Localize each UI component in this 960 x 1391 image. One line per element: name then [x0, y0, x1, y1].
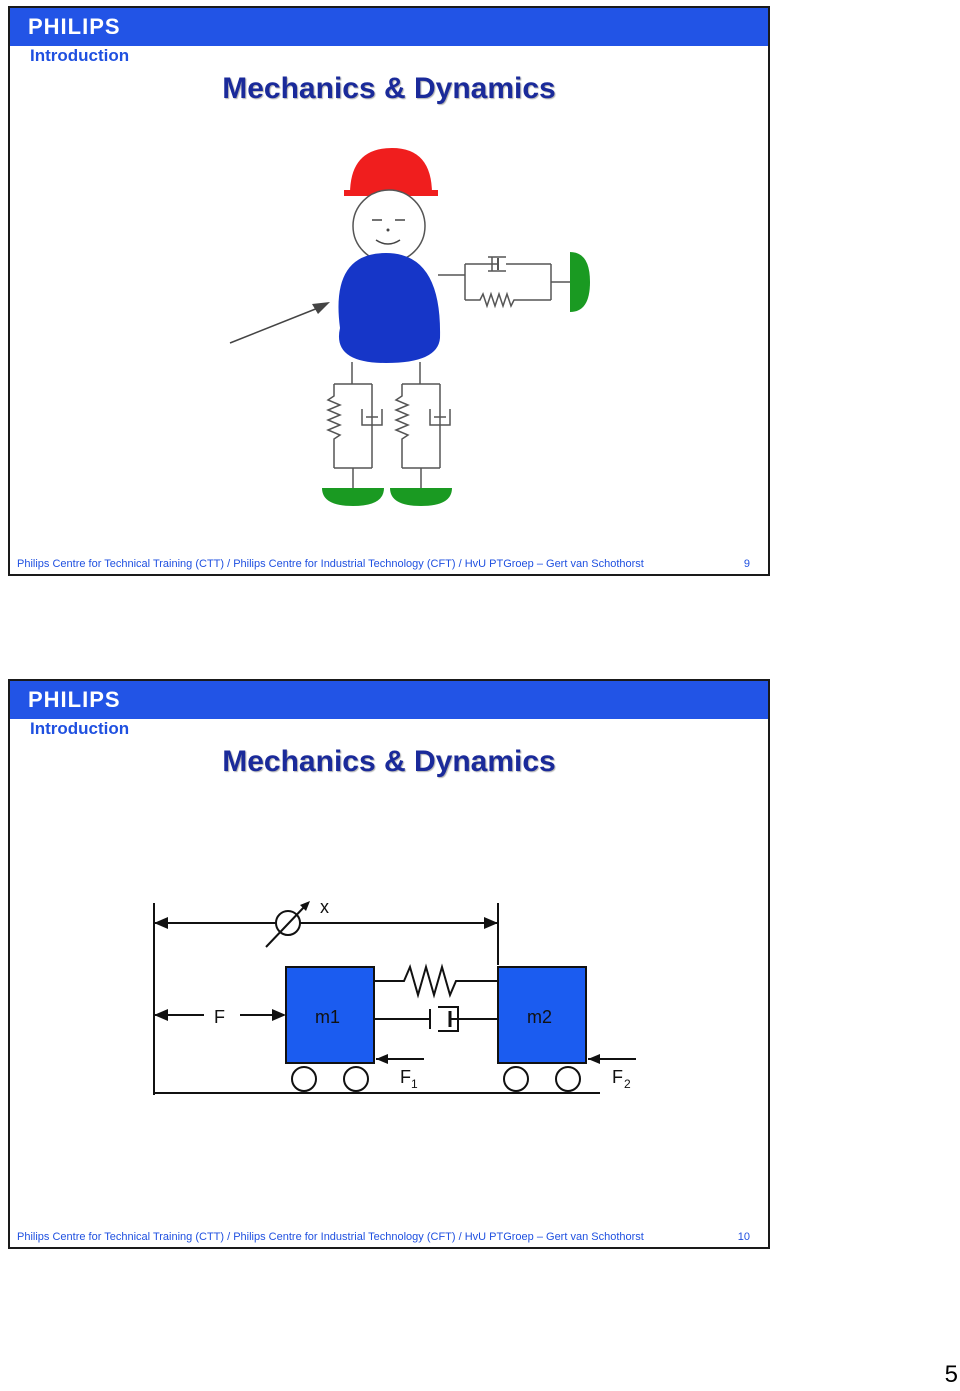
slide-title: Mechanics & Dynamics — [222, 72, 556, 105]
wall-ground-icon — [570, 252, 590, 312]
spring-icon — [326, 384, 342, 468]
mass-2-label: m2 — [527, 1007, 552, 1027]
mass-1-label: m1 — [315, 1007, 340, 1027]
slide-page-number: 9 — [743, 558, 750, 570]
section-label: Introduction — [30, 719, 130, 738]
spring-icon — [465, 291, 551, 309]
section-label: Introduction — [30, 46, 130, 65]
head — [352, 189, 426, 263]
philips-logo: PHILIPS — [28, 687, 121, 712]
damper-icon — [374, 1006, 459, 1032]
man-mechanical-model-figure — [229, 148, 590, 506]
force-arrow — [588, 1054, 600, 1064]
body — [338, 253, 441, 363]
spring-icon — [394, 384, 410, 468]
force-arrow — [312, 302, 330, 314]
helmet-icon — [350, 148, 432, 194]
force-label: F — [214, 1007, 225, 1027]
f2-label: F — [612, 1067, 623, 1087]
footer-credits: Philips Centre for Technical Training (C… — [17, 558, 644, 570]
f1-label: F — [400, 1067, 411, 1087]
slide-page-number: 10 — [737, 1231, 750, 1243]
ground-foot-left — [322, 488, 384, 506]
header-bar: PHILIPS — [10, 8, 768, 46]
two-mass-spring-damper-diagram: x F m1 m2 F 1 F 2 — [153, 897, 636, 1095]
f2-subscript: 2 — [624, 1077, 631, 1091]
force-arrow — [272, 1009, 286, 1021]
slide-10: PHILIPS Introduction Mechanics & Dynamic… — [8, 679, 770, 1249]
mass-2-block — [497, 966, 587, 1064]
wheel-icon — [291, 1066, 317, 1092]
header-bar: PHILIPS — [10, 681, 768, 719]
philips-logo: PHILIPS — [28, 14, 121, 39]
footer-credits: Philips Centre for Technical Training (C… — [17, 1231, 644, 1243]
wheel-icon — [343, 1066, 369, 1092]
f1-subscript: 1 — [411, 1077, 418, 1091]
document-page-number: 5 — [944, 1361, 958, 1388]
slide-title: Mechanics & Dynamics — [222, 745, 556, 778]
x-label: x — [320, 897, 329, 917]
spring-icon — [374, 963, 498, 999]
force-arrow — [376, 1054, 388, 1064]
mass-1-block — [285, 966, 375, 1064]
slide-9: PHILIPS Introduction Mechanics & Dynamic… — [8, 6, 770, 576]
wheel-icon — [503, 1066, 529, 1092]
wheel-icon — [555, 1066, 581, 1092]
ground-foot-right — [390, 488, 452, 506]
